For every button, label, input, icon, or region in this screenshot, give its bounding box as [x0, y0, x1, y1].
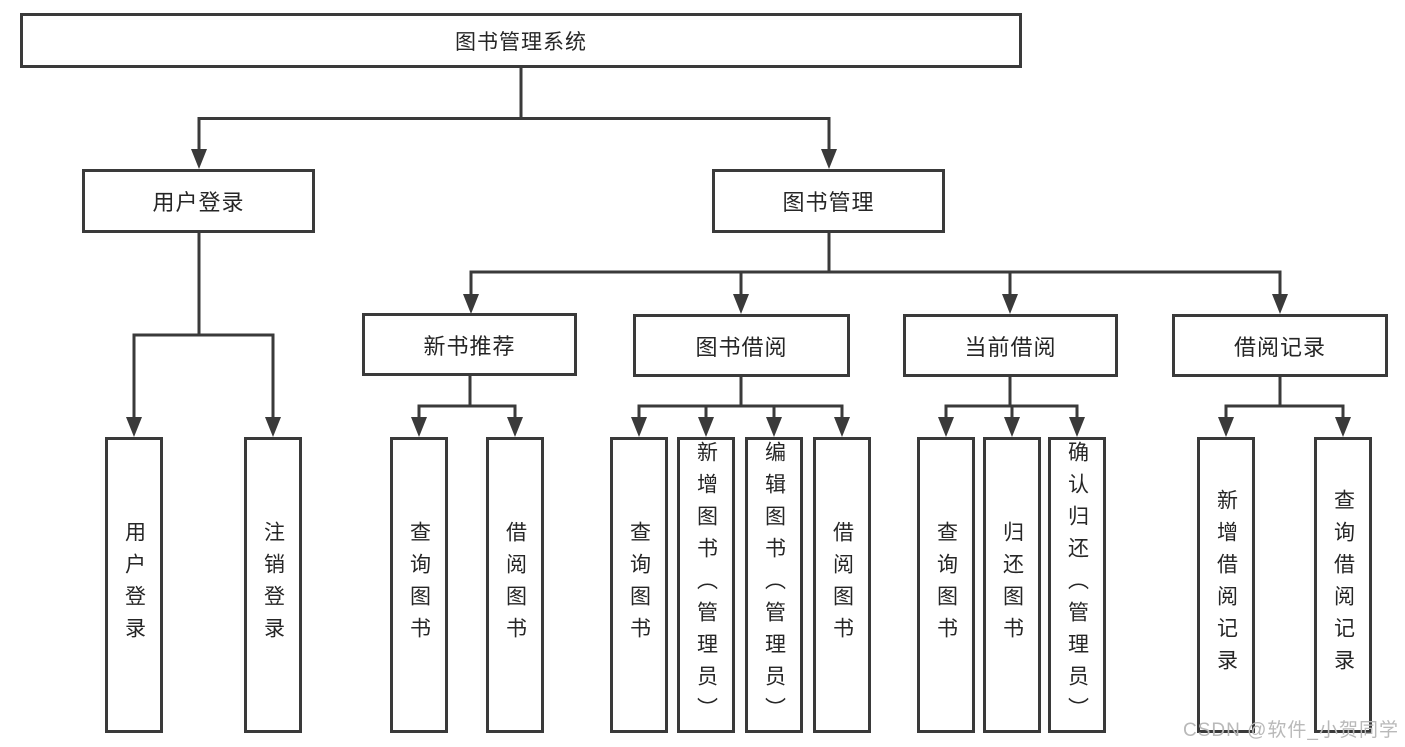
node-current-borrow: 当前借阅 — [903, 314, 1118, 377]
node-label: 归还图书 — [1000, 521, 1024, 649]
node-label: 图书借阅 — [695, 334, 788, 360]
node-label: 用户登录 — [122, 521, 146, 649]
arrowheads — [126, 149, 1351, 437]
leaf-edit-book-admin: 编辑图书（管理员） — [745, 437, 803, 733]
node-book-management: 图书管理 — [712, 169, 945, 233]
node-label: 查询图书 — [407, 521, 431, 649]
csdn-watermark: CSDN @软件_小贺同学 — [1183, 720, 1399, 741]
node-library-management-system: 图书管理系统 — [20, 13, 1022, 68]
node-borrow-records: 借阅记录 — [1172, 314, 1388, 377]
node-label: 新书推荐 — [423, 333, 516, 359]
leaf-add-book-admin: 新增图书（管理员） — [677, 437, 735, 733]
node-label: 图书管理系统 — [455, 30, 587, 54]
node-book-borrow: 图书借阅 — [633, 314, 850, 377]
node-label: 确认归还（管理员） — [1065, 441, 1089, 729]
node-label: 借阅记录 — [1233, 334, 1326, 360]
leaf-logout: 注销登录 — [244, 437, 302, 733]
leaf-user-login: 用户登录 — [105, 437, 163, 733]
node-label: 当前借阅 — [964, 334, 1057, 360]
leaf-query-book-current: 查询图书 — [917, 437, 975, 733]
node-user-login: 用户登录 — [82, 169, 315, 233]
leaf-query-book-recommend: 查询图书 — [390, 437, 448, 733]
leaf-query-book-borrow: 查询图书 — [610, 437, 668, 733]
node-label: 查询图书 — [627, 521, 651, 649]
node-label: 新增图书（管理员） — [694, 441, 718, 729]
leaf-borrow-book: 借阅图书 — [813, 437, 871, 733]
leaf-borrow-book-recommend: 借阅图书 — [486, 437, 544, 733]
node-label: 新增借阅记录 — [1214, 489, 1238, 681]
leaf-query-borrow-record: 查询借阅记录 — [1314, 437, 1372, 733]
node-label: 编辑图书（管理员） — [762, 441, 786, 729]
node-label: 图书管理 — [782, 190, 875, 215]
leaf-add-borrow-record: 新增借阅记录 — [1197, 437, 1255, 733]
node-new-book-recommend: 新书推荐 — [362, 313, 577, 376]
node-label: 注销登录 — [261, 521, 285, 649]
leaf-return-book: 归还图书 — [983, 437, 1041, 733]
node-label: 借阅图书 — [830, 521, 854, 649]
leaf-confirm-return-admin: 确认归还（管理员） — [1048, 437, 1106, 733]
node-label: 查询图书 — [934, 521, 958, 649]
node-label: 用户登录 — [152, 190, 245, 215]
node-label: 借阅图书 — [503, 521, 527, 649]
node-label: 查询借阅记录 — [1331, 489, 1355, 681]
